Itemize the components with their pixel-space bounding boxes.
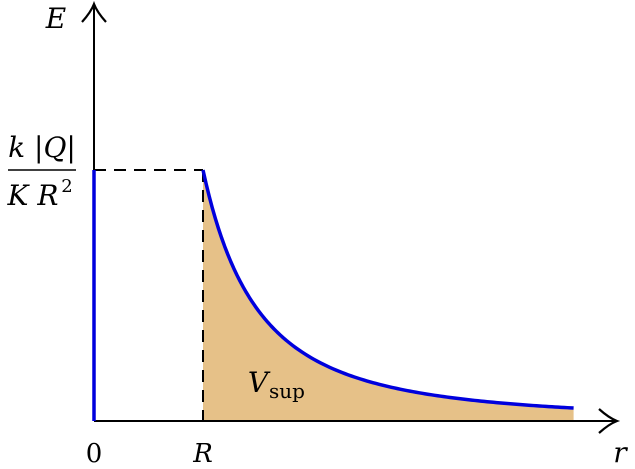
x-tick-label-R: R	[192, 439, 213, 469]
region-label: V sup	[248, 366, 305, 403]
y-tick-denominator-exponent: 2	[61, 176, 72, 197]
region-label-main: V	[248, 366, 271, 399]
y-axis-arrow	[81, 0, 107, 23]
x-tick-label-0: 0	[86, 439, 103, 469]
series-line	[92, 169, 574, 421]
y-tick-label: k |Q| K R 2	[7, 131, 76, 212]
x-axis-label: r	[613, 436, 628, 469]
y-tick-denominator: K R	[7, 179, 59, 212]
region-label-subscript: sup	[269, 379, 305, 403]
y-axis-label: E	[45, 2, 66, 35]
shaded-area	[203, 170, 574, 421]
y-tick-numerator: k |Q|	[8, 131, 76, 164]
x-axis-arrow	[598, 408, 621, 434]
